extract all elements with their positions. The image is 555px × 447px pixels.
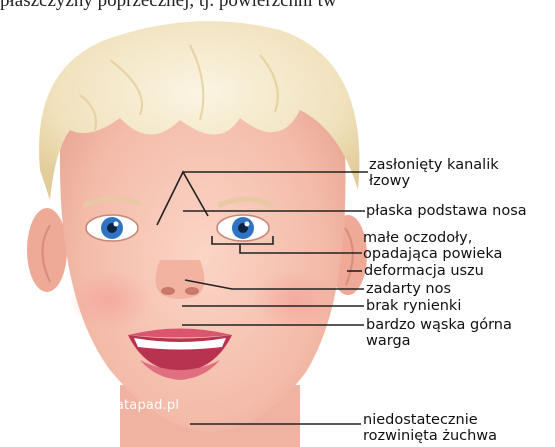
right-cheek: [253, 270, 337, 330]
watermark: © tatapad.pl: [93, 398, 179, 413]
left-ear: [27, 208, 67, 292]
label-ears: deformacja uszu: [364, 263, 484, 279]
left-eye: [86, 215, 138, 241]
right-eye: [217, 215, 269, 241]
right-nostril: [185, 287, 199, 295]
label-jaw: niedostatecznie rozwinięta żuchwa: [363, 412, 497, 444]
label-lip: bardzo wąska górna warga: [366, 317, 512, 349]
left-cheek: [68, 270, 152, 330]
label-philtrum: brak rynienki: [366, 298, 461, 314]
left-nostril: [161, 287, 175, 295]
label-nose: zadarty nos: [366, 281, 451, 297]
label-nasal-bridge: płaska podstawa nosa: [366, 203, 527, 219]
label-tear-duct: zasłonięty kanalik łzowy: [369, 157, 499, 189]
label-eye-sockets: małe oczodoły, opadająca powieka: [363, 230, 502, 262]
